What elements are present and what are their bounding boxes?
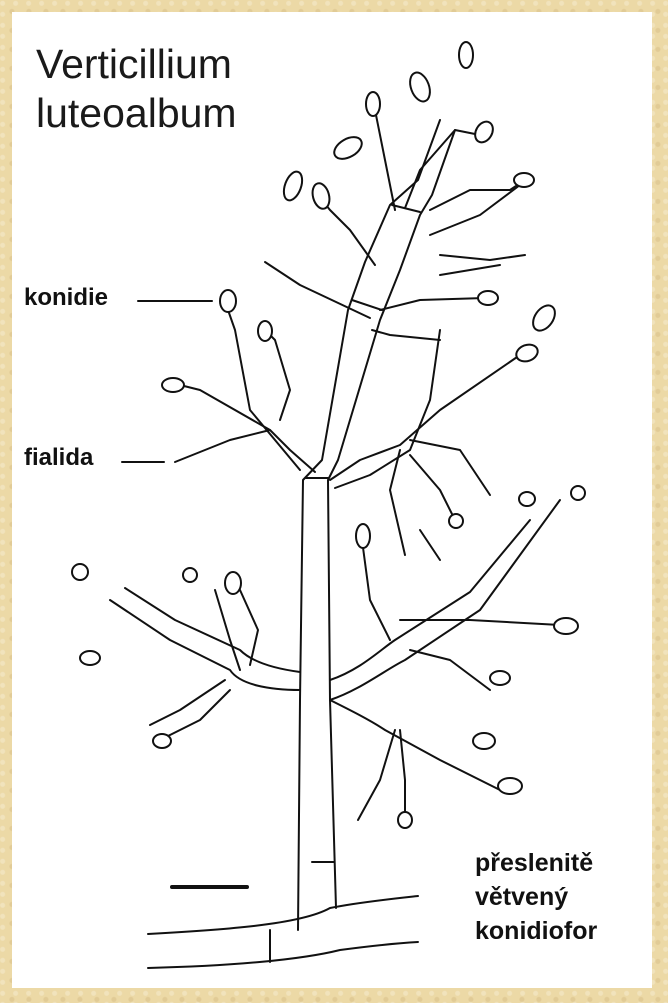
conidium <box>162 378 184 392</box>
conidium <box>398 812 412 828</box>
conidium <box>310 181 332 210</box>
conidium <box>331 133 366 164</box>
conidium <box>356 524 370 548</box>
conidium <box>498 778 522 794</box>
conidium <box>220 290 236 312</box>
conidium <box>514 342 540 365</box>
conidia <box>72 42 585 828</box>
conidium <box>554 618 578 634</box>
conidium <box>183 568 197 582</box>
top-whorl <box>322 100 525 275</box>
conidium <box>366 92 380 116</box>
main-stipe <box>298 120 455 930</box>
conidium <box>406 70 433 104</box>
conidium <box>449 514 463 528</box>
conidium <box>473 733 495 749</box>
conidium <box>153 734 171 748</box>
conidium <box>225 572 241 594</box>
conidium <box>571 486 585 500</box>
conidium <box>472 118 497 145</box>
conidium <box>80 651 100 665</box>
conidium <box>529 301 560 334</box>
lower-whorl <box>110 500 560 820</box>
conidium <box>72 564 88 580</box>
conidium <box>478 291 498 305</box>
substrate-hypha <box>148 896 418 968</box>
conidium <box>490 671 510 685</box>
conidium <box>459 42 473 68</box>
conidium <box>519 492 535 506</box>
conidium <box>280 169 305 203</box>
conidium <box>514 173 534 187</box>
conidium <box>258 321 272 341</box>
